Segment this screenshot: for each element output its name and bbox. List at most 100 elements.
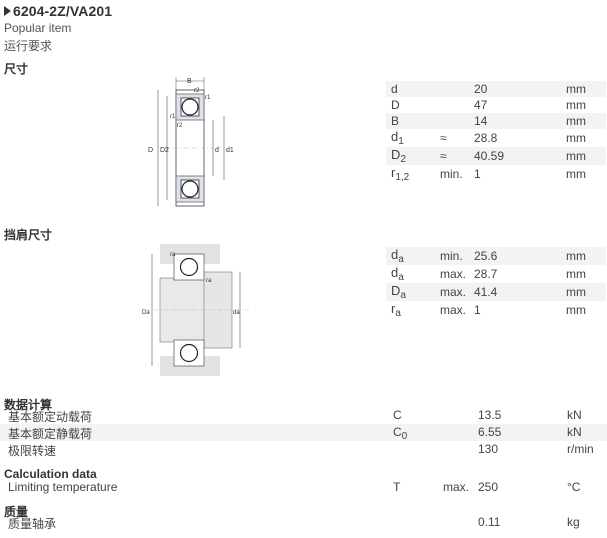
row-label: Limiting temperature xyxy=(8,480,118,494)
symbol-subscript: a xyxy=(398,254,404,265)
value-cell: 1 xyxy=(474,167,481,181)
symbol-subscript: a xyxy=(398,272,404,283)
label-d: d xyxy=(215,147,219,154)
symbol: r xyxy=(391,301,396,316)
section-calc-cn: 数据计算 xyxy=(4,398,53,412)
row-sym: C xyxy=(393,408,402,422)
value-cell: 28.7 xyxy=(474,267,498,281)
row-q: max. xyxy=(443,480,470,494)
value-cell: 47 xyxy=(474,98,488,112)
symbol-cell: r1,2 xyxy=(386,165,440,183)
symbol-cell: d xyxy=(386,81,440,97)
unit-cell: mm xyxy=(566,81,606,97)
symbol-subscript: a xyxy=(400,290,406,301)
qualifier-cell: min. xyxy=(440,247,474,265)
unit-cell: mm xyxy=(566,147,606,165)
data-row: 基本额定动载荷 C 13.5 kN xyxy=(0,407,607,424)
qualifier-cell: min. xyxy=(440,167,463,181)
qualifier-cell: max. xyxy=(440,283,474,301)
unit-cell: mm xyxy=(566,247,606,265)
label-da: da xyxy=(233,310,240,316)
section-calc-en: Calculation data xyxy=(4,467,97,481)
triangle-right-icon xyxy=(4,6,11,16)
label-Da: Da xyxy=(142,310,150,316)
row-label: 极限转速 xyxy=(8,444,57,458)
product-title: 6204-2Z/VA201 xyxy=(4,3,112,19)
value-cell: 25.6 xyxy=(474,247,566,265)
unit-cell: mm xyxy=(566,98,586,112)
data-row: 极限转速 130 r/min xyxy=(0,441,607,458)
section-abutment: 挡肩尺寸 xyxy=(4,228,53,242)
qualifier-cell: ≈ xyxy=(440,147,474,165)
row-unit: r/min xyxy=(567,442,594,456)
row-val: 250 xyxy=(478,480,499,494)
value-cell: 20 xyxy=(474,81,566,97)
symbol: D xyxy=(391,98,400,112)
requirement-label: 运行要求 xyxy=(4,39,53,53)
symbol-subscript: 0 xyxy=(401,431,408,442)
symbol-cell: da xyxy=(386,247,440,265)
row-sym-wrap: C0 xyxy=(393,425,407,442)
row-unit: kN xyxy=(567,408,582,422)
row-sym: C xyxy=(393,425,402,439)
symbol-cell: D2 xyxy=(386,147,440,165)
data-row: 基本额定静载荷 C0 6.55 kN xyxy=(0,424,607,442)
symbol: D xyxy=(391,147,401,162)
label-r1-side: r1 xyxy=(170,114,176,120)
abutment-drawing: Da da ra ra xyxy=(142,244,250,376)
symbol-cell: da xyxy=(386,265,440,283)
label-r1-top: r1 xyxy=(205,95,211,101)
row-val: 6.55 xyxy=(478,425,502,439)
symbol-subscript: 1,2 xyxy=(395,172,410,183)
value-cell: 41.4 xyxy=(474,283,566,301)
symbol-subscript: 2 xyxy=(400,154,406,165)
label-B: B xyxy=(187,78,192,85)
symbol-subscript: 1 xyxy=(398,136,404,147)
value-cell: 40.59 xyxy=(474,147,566,165)
row-label: 基本额定静载荷 xyxy=(8,427,93,441)
row-label: 基本额定动载荷 xyxy=(8,410,93,424)
label-D2: D2 xyxy=(160,147,169,154)
row-val: 13.5 xyxy=(478,408,502,422)
label-r2-side: r2 xyxy=(177,123,183,129)
row-val: 0.11 xyxy=(478,515,501,529)
row-sym: T xyxy=(393,480,401,494)
symbol-cell: d1 xyxy=(386,129,440,147)
section-mass: 质量 xyxy=(4,505,29,519)
value-cell: 1 xyxy=(474,303,481,317)
qualifier-cell: max. xyxy=(440,303,467,317)
symbol: d xyxy=(391,265,399,280)
qualifier-cell xyxy=(440,113,474,129)
symbol: D xyxy=(391,283,401,298)
row-unit: kN xyxy=(567,425,582,439)
value-cell: 28.8 xyxy=(474,131,498,145)
label-ra-side: ra xyxy=(206,278,212,284)
symbol-cell: Da xyxy=(386,283,440,301)
bearing-dimension-drawing: B D D2 d d1 r2 r1 r1 r2 xyxy=(148,77,234,207)
value-cell: 14 xyxy=(474,113,566,129)
symbol-cell: ra xyxy=(386,301,440,319)
unit-cell: mm xyxy=(566,283,606,301)
symbol: d xyxy=(391,247,399,262)
popular-item-label: Popular item xyxy=(4,21,72,35)
unit-cell: mm xyxy=(566,113,606,129)
row-val: 130 xyxy=(478,442,499,456)
symbol: d xyxy=(391,82,398,96)
qualifier-cell xyxy=(440,81,474,97)
symbol: d xyxy=(391,129,399,144)
label-d1: d1 xyxy=(226,147,234,154)
symbol: r xyxy=(391,165,396,180)
unit-cell: mm xyxy=(566,303,586,317)
